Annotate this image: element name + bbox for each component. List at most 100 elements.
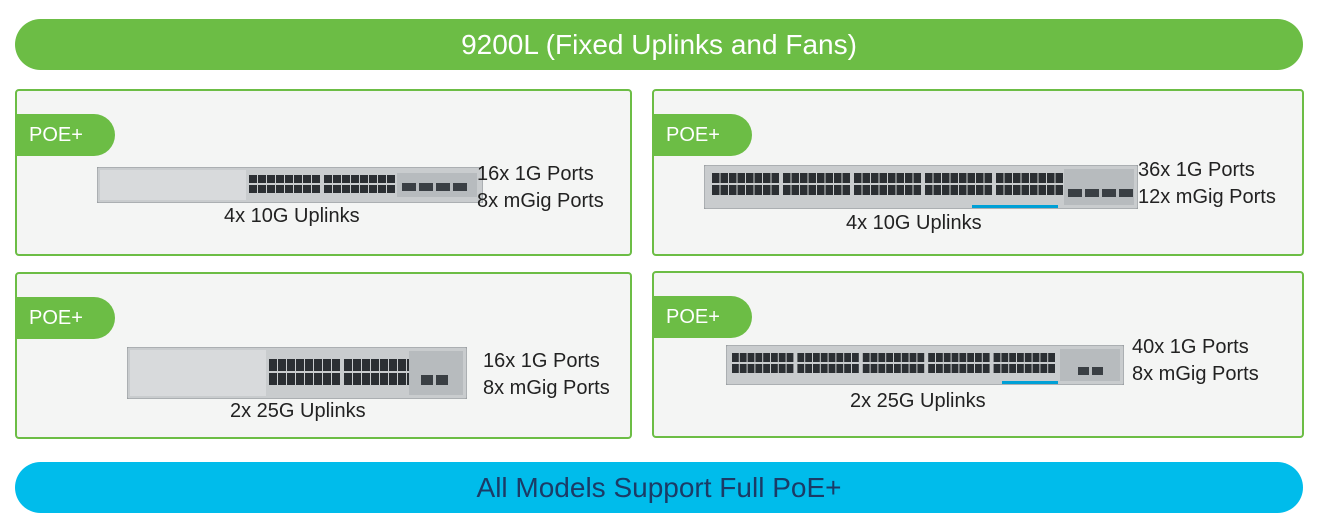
port <box>854 173 862 183</box>
port <box>878 364 886 373</box>
port <box>305 359 313 371</box>
port <box>344 359 352 371</box>
port <box>842 173 850 183</box>
port <box>746 173 754 183</box>
port <box>959 364 967 373</box>
port <box>942 185 950 195</box>
port <box>342 175 350 183</box>
port-block <box>732 353 1055 373</box>
port <box>808 185 816 195</box>
port <box>844 353 851 362</box>
port <box>296 359 304 371</box>
uplink-port <box>1102 189 1116 197</box>
port <box>362 359 370 371</box>
port <box>967 185 975 195</box>
port <box>249 175 257 183</box>
ports-list: 36x 1G Ports 12x mGig Ports <box>1138 157 1276 211</box>
port <box>771 173 779 183</box>
port <box>333 185 341 193</box>
uplinks-label: 4x 10G Uplinks <box>846 212 982 234</box>
port <box>975 353 982 362</box>
port <box>258 185 266 193</box>
port <box>389 359 397 371</box>
port-block <box>712 173 1063 195</box>
ports-1g: 40x 1G Ports <box>1132 336 1249 358</box>
port <box>380 359 388 371</box>
port <box>950 185 958 195</box>
port <box>896 185 904 195</box>
port <box>737 173 745 183</box>
ports-mgig: 8x mGig Ports <box>1132 363 1259 385</box>
port <box>870 364 878 373</box>
port <box>852 364 859 373</box>
port <box>378 175 386 183</box>
port <box>836 364 844 373</box>
port <box>933 173 941 183</box>
port <box>925 173 933 183</box>
port <box>905 185 913 195</box>
uplink-port <box>1085 189 1099 197</box>
port <box>1021 173 1029 183</box>
switch-image <box>726 345 1124 385</box>
port <box>909 353 917 362</box>
card-48-port-10g: POE+ 4x 10G Uplinks 36x 1G Ports 12x mGi… <box>652 89 1304 256</box>
port <box>951 364 959 373</box>
ports-mgig: 8x mGig Ports <box>483 377 610 399</box>
port <box>786 353 794 362</box>
port-block <box>269 359 415 385</box>
port <box>763 353 770 362</box>
port <box>808 173 816 183</box>
port <box>746 185 754 195</box>
uplink-port <box>421 375 433 385</box>
port <box>975 364 982 373</box>
port <box>791 185 799 195</box>
port <box>720 173 728 183</box>
uplink-port <box>436 375 448 385</box>
port <box>1048 353 1055 362</box>
port <box>959 353 967 362</box>
ports-1g: 16x 1G Ports <box>477 163 594 185</box>
port <box>1040 364 1048 373</box>
port <box>862 353 870 362</box>
port <box>925 185 933 195</box>
port <box>739 364 747 373</box>
port <box>324 185 332 193</box>
port <box>820 364 828 373</box>
poe-tag: POE+ <box>652 114 752 156</box>
port <box>720 185 728 195</box>
port <box>825 185 833 195</box>
port <box>813 353 820 362</box>
port <box>854 185 862 195</box>
port <box>763 173 771 183</box>
card-24-port-10g: POE+ 4x 10G Uplinks 16x 1G Ports 8x mGig… <box>15 89 632 256</box>
port <box>913 173 921 183</box>
uplinks-label: 2x 25G Uplinks <box>850 390 986 412</box>
header-title: 9200L (Fixed Uplinks and Fans) <box>461 28 857 60</box>
port <box>959 185 967 195</box>
port <box>901 353 909 362</box>
port <box>296 373 304 385</box>
port <box>362 373 370 385</box>
port <box>353 359 361 371</box>
port <box>267 185 275 193</box>
port <box>928 364 935 373</box>
footer-text: All Models Support Full PoE+ <box>476 471 842 503</box>
uplink-block <box>1078 367 1103 375</box>
port <box>996 185 1004 195</box>
port <box>797 353 805 362</box>
port <box>1032 364 1040 373</box>
port <box>1055 185 1063 195</box>
port <box>871 173 879 183</box>
port <box>1048 364 1055 373</box>
port <box>763 185 771 195</box>
port <box>817 173 825 183</box>
port <box>894 364 901 373</box>
uplink-port <box>436 183 450 191</box>
uplinks-label: 2x 25G Uplinks <box>230 400 366 422</box>
card-24-port-25g: POE+ 2x 25G Uplinks 16x 1G Ports 8x mGig… <box>15 272 632 439</box>
port <box>951 353 959 362</box>
port <box>933 185 941 195</box>
port <box>783 185 791 195</box>
switch-image <box>127 347 467 399</box>
port <box>332 359 340 371</box>
